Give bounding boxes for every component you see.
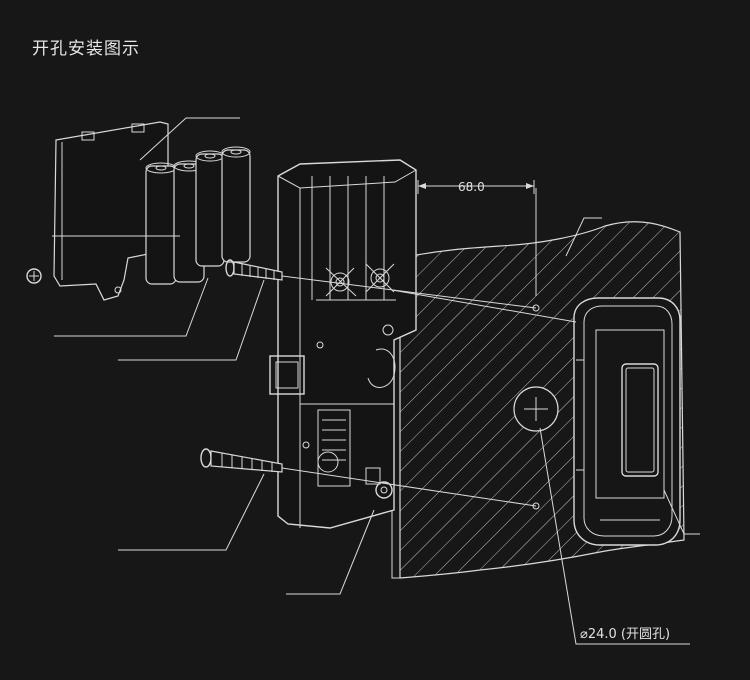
batteries	[145, 146, 251, 285]
alignment-lines	[281, 188, 577, 507]
lock-body	[269, 159, 417, 529]
door-hole	[513, 304, 559, 510]
dimension-label: 68.0	[458, 180, 485, 194]
hole-size-label: ⌀24.0 (开圆孔)	[580, 627, 670, 642]
lower-screw	[200, 448, 283, 473]
front-reader-unit	[573, 297, 681, 546]
upper-screw	[225, 259, 283, 281]
callout-leaders	[52, 117, 700, 645]
diagram-title: 开孔安装图示	[32, 39, 140, 59]
battery-cover	[53, 121, 169, 301]
cover-screw	[26, 268, 42, 284]
dimension-68	[417, 180, 535, 194]
